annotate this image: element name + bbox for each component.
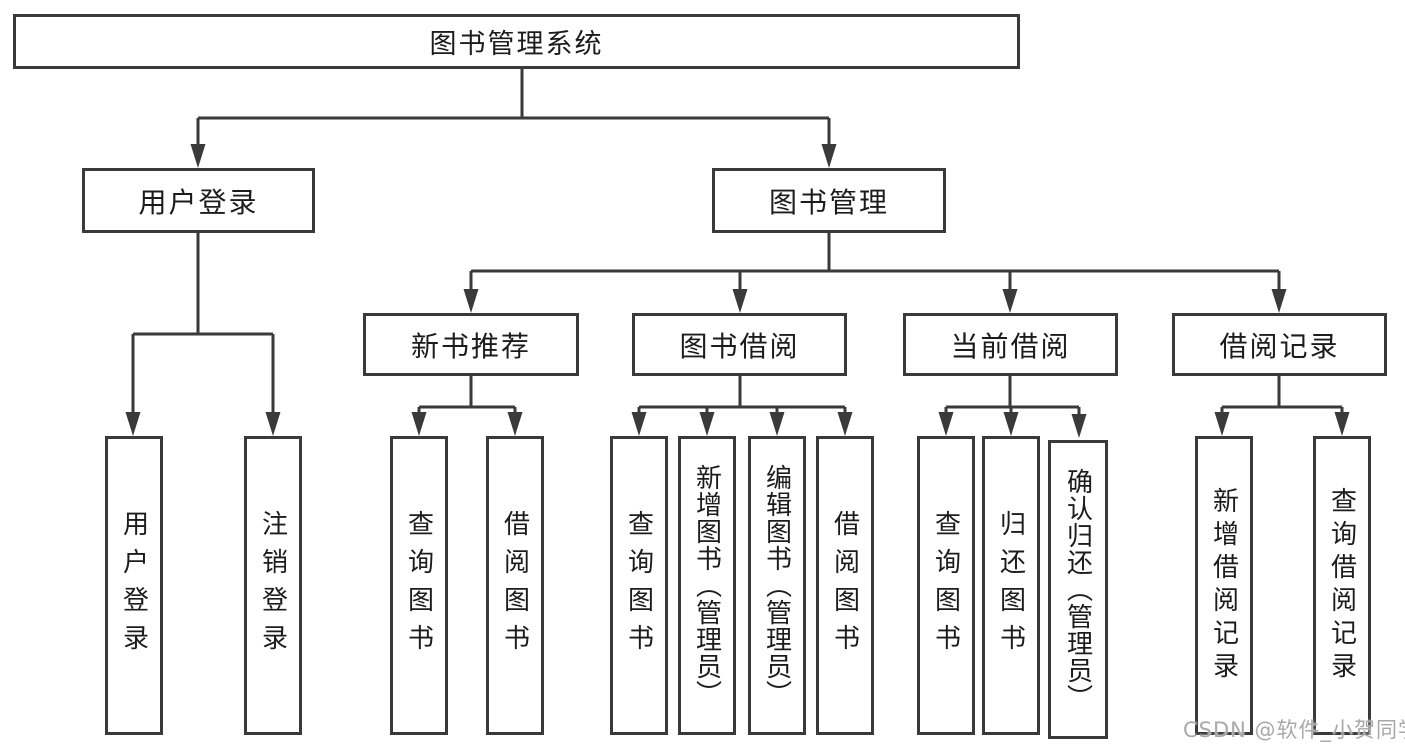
node-label: 图书管理系统 <box>429 29 604 60</box>
node-library-management-system: 图书管理系统 <box>13 14 1020 69</box>
leaf-query-borrow-record: 查询借阅记录 <box>1313 436 1371 735</box>
leaf-label: 新增借阅记录 <box>1208 486 1239 685</box>
node-borrowing-records: 借阅记录 <box>1172 313 1387 376</box>
leaf-user-login: 用户登录 <box>105 436 163 735</box>
leaf-label: 注销登录 <box>257 509 288 662</box>
csdn-watermark: CSDN @软件_小贺同学 <box>1183 718 1405 742</box>
node-label: 新书推荐 <box>410 329 531 363</box>
leaf-label: 查询图书 <box>403 509 434 662</box>
leaf-label: 借阅图书 <box>829 509 860 662</box>
node-label: 当前借阅 <box>950 329 1071 363</box>
leaf-label: 确认归还（管理员） <box>1062 468 1093 711</box>
node-book-management: 图书管理 <box>712 168 946 233</box>
node-current-borrowing: 当前借阅 <box>903 313 1118 376</box>
leaf-label: 用户登录 <box>118 509 149 662</box>
node-label: 图书管理 <box>768 185 889 219</box>
leaf-borrow-books: 借阅图书 <box>486 436 544 735</box>
node-new-book-recommendation: 新书推荐 <box>363 313 579 376</box>
node-user-login: 用户登录 <box>82 168 315 233</box>
leaf-confirm-return-admin: 确认归还（管理员） <box>1048 440 1108 739</box>
leaf-label: 查询图书 <box>930 509 961 662</box>
node-label: 借阅记录 <box>1219 329 1340 363</box>
leaf-return-books: 归还图书 <box>982 436 1040 735</box>
node-label: 用户登录 <box>138 185 259 219</box>
leaf-label: 归还图书 <box>995 509 1026 662</box>
leaf-logout: 注销登录 <box>244 436 302 735</box>
leaf-label: 新增图书（管理员） <box>691 464 722 707</box>
leaf-label: 查询图书 <box>623 509 654 662</box>
leaf-query-books: 查询图书 <box>390 436 448 735</box>
leaf-add-books-admin: 新增图书（管理员） <box>678 436 736 735</box>
node-label: 图书借阅 <box>679 329 800 363</box>
leaf-query-books: 查询图书 <box>610 436 668 735</box>
leaf-label: 查询借阅记录 <box>1326 486 1357 685</box>
leaf-query-books: 查询图书 <box>917 436 975 735</box>
leaf-borrow-books: 借阅图书 <box>816 436 874 735</box>
node-book-borrowing: 图书借阅 <box>632 313 847 376</box>
leaf-label: 借阅图书 <box>499 509 530 662</box>
leaf-add-borrow-record: 新增借阅记录 <box>1195 436 1253 735</box>
leaf-label: 编辑图书（管理员） <box>761 464 792 707</box>
leaf-edit-books-admin: 编辑图书（管理员） <box>748 436 806 735</box>
